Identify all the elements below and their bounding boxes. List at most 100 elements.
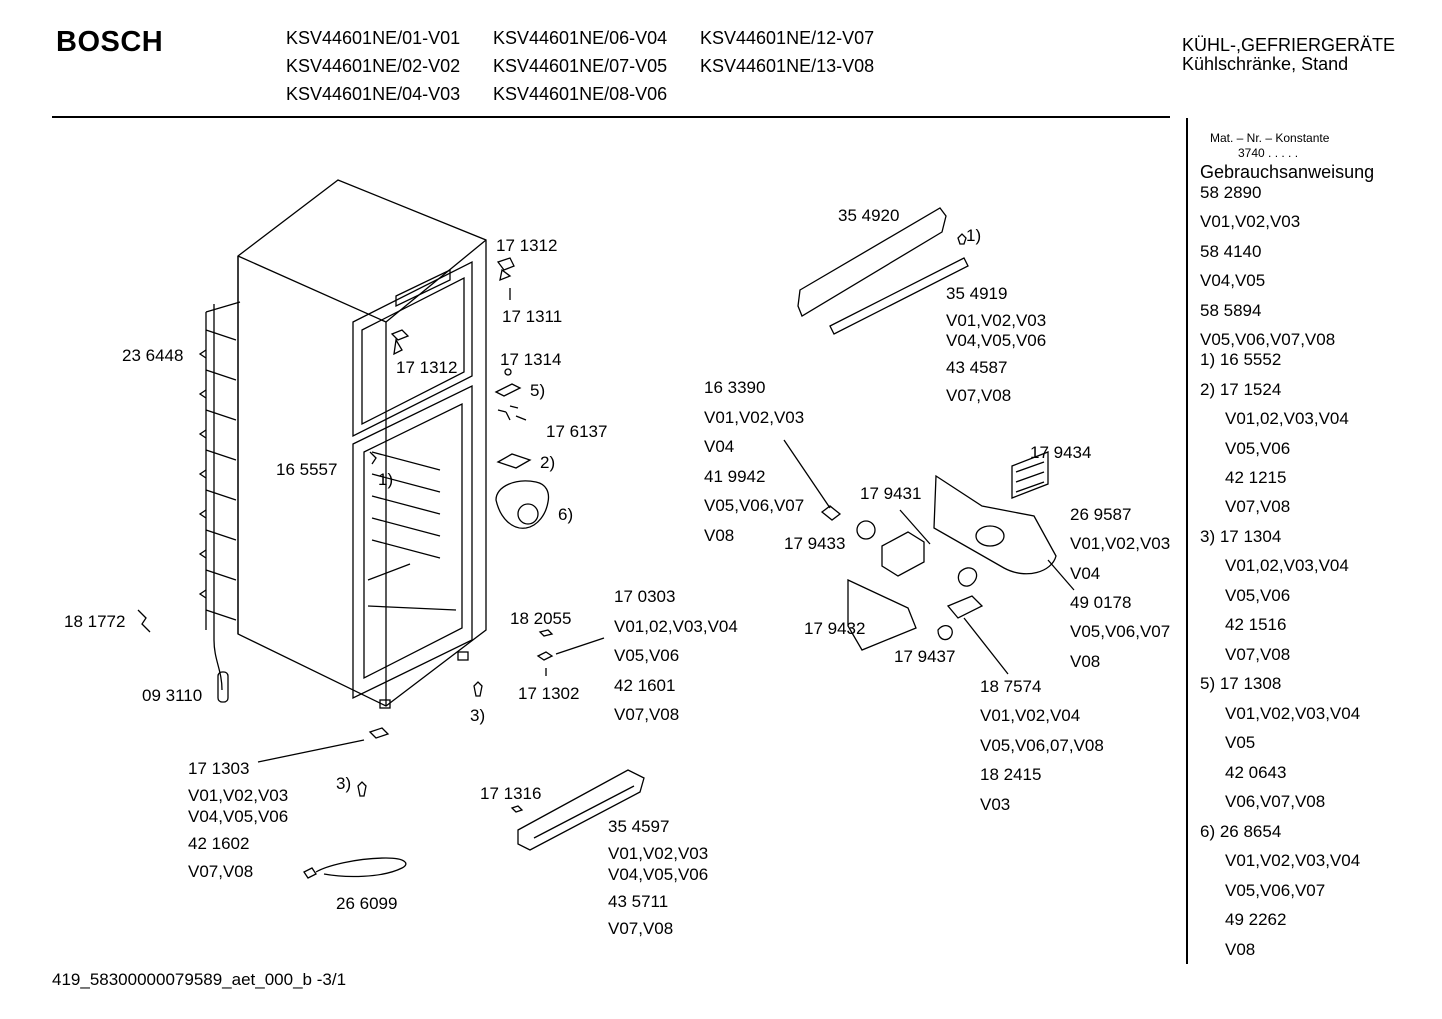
- part-label: 18 2415: [980, 765, 1042, 784]
- part-label: 17 9431: [860, 484, 922, 503]
- footer-page: -3/1: [316, 970, 347, 989]
- sidebar-entry: V05,V06: [1225, 586, 1291, 605]
- sidebar-entry: V05,V06: [1225, 439, 1291, 458]
- part-label: 35 4919: [946, 284, 1008, 303]
- clip-drawing: [137, 609, 151, 633]
- part-label: V08: [1070, 652, 1101, 671]
- lamp-shade-drawing: [847, 578, 917, 651]
- part-label: 17 1312: [396, 358, 458, 377]
- part-label: V05,V06,V07: [704, 496, 805, 515]
- small-part-drawing: [538, 629, 554, 637]
- part-label: 26 9587: [1070, 505, 1132, 524]
- model-number: KSV44601NE/06-V04: [493, 28, 668, 48]
- part-label: 2): [540, 453, 556, 472]
- model-number: KSV44601NE/04-V03: [286, 84, 461, 104]
- lamp-socket-drawing: [820, 505, 842, 521]
- part-label: V01,V02,V03: [188, 786, 289, 805]
- part-label: 17 1314: [500, 350, 562, 369]
- part-label: 17 1302: [518, 684, 580, 703]
- part-label: 16 3390: [704, 378, 766, 397]
- model-number: KSV44601NE/07-V05: [493, 56, 668, 76]
- sidebar-entry: 58 2890: [1200, 183, 1262, 202]
- sidebar-entry: V07,V08: [1225, 497, 1291, 516]
- part-label: 17 9434: [1030, 443, 1092, 462]
- cover-drawing: [496, 453, 532, 469]
- part-label: V07,V08: [188, 862, 254, 881]
- header-divider: [52, 116, 1170, 118]
- part-label: 1): [966, 226, 982, 245]
- dryer-drawing: [217, 671, 229, 703]
- part-label: 41 9942: [704, 467, 766, 486]
- hinge-inner-drawing: [390, 329, 410, 356]
- sidebar-entry: V06,V07,V08: [1225, 792, 1326, 811]
- sidebar-entry: 42 1516: [1225, 615, 1287, 634]
- part-label: V04: [704, 437, 735, 456]
- sidebar-entry: 3) 17 1304: [1200, 527, 1282, 546]
- part-label: V01,V02,V04: [980, 706, 1081, 725]
- sidebar-entry: 58 5894: [1200, 301, 1262, 320]
- part-label: V05,V06: [614, 646, 680, 665]
- sidebar-entry: V01,V02,V03,V04: [1225, 851, 1361, 870]
- mat-number-value: 3740 . . . . .: [1238, 146, 1299, 160]
- part-label: V01,02,V03,V04: [614, 617, 738, 636]
- part-label: 43 5711: [608, 892, 669, 911]
- model-number: KSV44601NE/13-V08: [700, 56, 875, 76]
- mat-number-title: Mat. – Nr. – Konstante: [1210, 131, 1330, 145]
- part-label: 17 9433: [784, 534, 846, 553]
- part-label: 18 2055: [510, 609, 572, 628]
- part-label: V04,V05,V06: [946, 331, 1047, 350]
- part-label: 17 0303: [614, 587, 676, 606]
- sidebar-entry: V01,V02,V03,V04: [1225, 704, 1361, 723]
- sidebar-entry: 6) 26 8654: [1200, 822, 1282, 841]
- part-label: V01,V02,V03: [608, 844, 709, 863]
- capillary-tube-drawing: [213, 639, 223, 691]
- sidebar-divider: [1186, 118, 1188, 964]
- model-number: KSV44601NE/01-V01: [286, 28, 461, 48]
- part-label: 17 1311: [502, 307, 563, 326]
- part-label: 42 1602: [188, 834, 250, 853]
- trim-strip-drawing: [829, 257, 969, 335]
- part-label: 17 1303: [188, 759, 250, 778]
- sidebar-entry: V01,02,V03,V04: [1225, 556, 1349, 575]
- part-label: 43 4587: [946, 358, 1008, 377]
- category-line: KÜHL-,GEFRIERGERÄTE: [1182, 35, 1396, 55]
- part-label: 42 1601: [614, 676, 676, 695]
- bracket-drawing: [369, 451, 377, 465]
- footer-code: 419_58300000079589_aet_000_b: [52, 970, 312, 989]
- condenser-coil-drawing: [198, 301, 241, 640]
- sidebar-entry: 2) 17 1524: [1200, 380, 1282, 399]
- part-label: 3): [336, 774, 352, 793]
- category-subline: Kühlschränke, Stand: [1182, 54, 1349, 74]
- sidebar-entry: 58 4140: [1200, 242, 1262, 261]
- part-label: 16 5557: [276, 460, 338, 479]
- part-label: 6): [558, 505, 574, 524]
- part-label: 17 1316: [480, 784, 542, 803]
- part-label: 17 1312: [496, 236, 558, 255]
- sidebar-entry: V04,V05: [1200, 271, 1266, 290]
- part-label: 35 4597: [608, 817, 670, 836]
- sidebar-entry: V05,V06,V07: [1225, 881, 1326, 900]
- power-cord-drawing: [315, 857, 407, 878]
- sidebar-entry: V08: [1225, 940, 1256, 959]
- sidebar-entry: V05,V06,V07,V08: [1200, 330, 1336, 349]
- thermostat-drawing: [881, 531, 925, 577]
- screw-drawing: [357, 781, 367, 797]
- part-label: V03: [980, 795, 1011, 814]
- part-label: V05,V06,07,V08: [980, 736, 1104, 755]
- manual-title: Gebrauchsanweisung: [1200, 162, 1375, 182]
- switch-drawing: [946, 595, 984, 619]
- sidebar-entry: 42 0643: [1225, 763, 1287, 782]
- sidebar-entry: 5) 17 1308: [1200, 674, 1282, 693]
- brand-logo: BOSCH: [56, 26, 164, 58]
- part-label: V01,V02,V03: [946, 311, 1047, 330]
- hinge-top-drawing: [496, 257, 515, 282]
- model-number: KSV44601NE/08-V06: [493, 84, 668, 104]
- part-label: 18 1772: [64, 612, 126, 631]
- fan-housing-drawing: [495, 480, 550, 529]
- hinge-bracket-drawing: [494, 383, 522, 397]
- part-label: 23 6448: [122, 346, 184, 365]
- sidebar-entry: V01,02,V03,V04: [1225, 409, 1349, 428]
- part-label: 26 6099: [336, 894, 398, 913]
- part-label: 18 7574: [980, 677, 1042, 696]
